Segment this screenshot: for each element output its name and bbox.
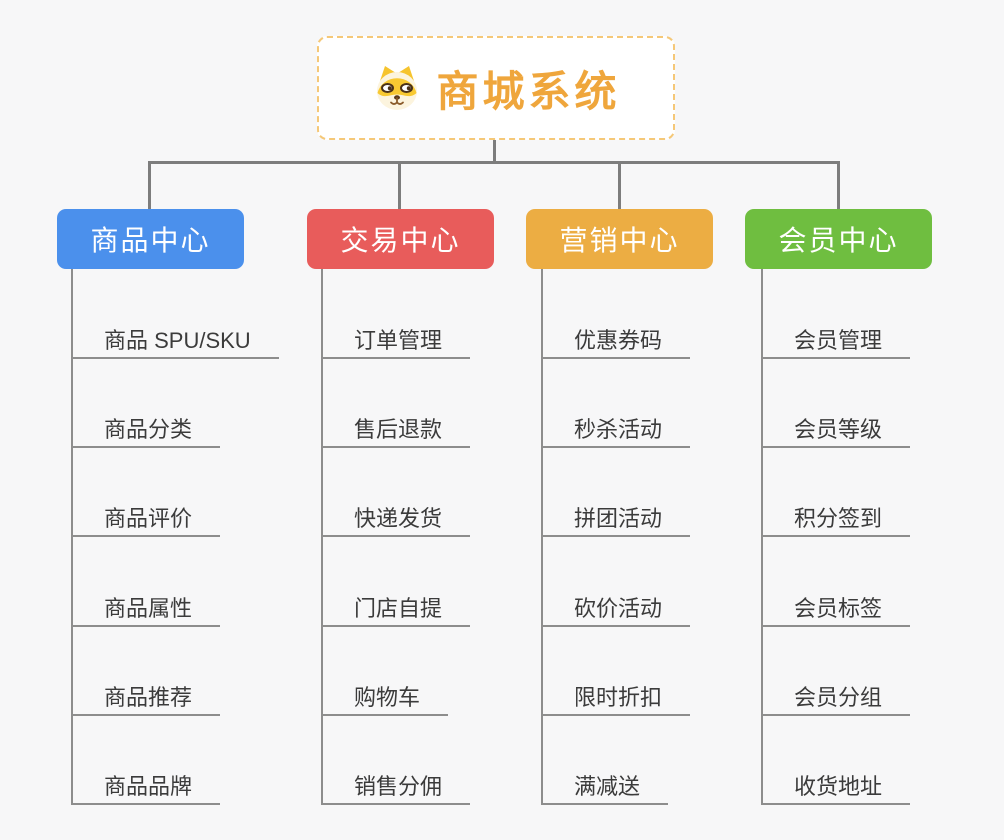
mindmap-item[interactable]: 商品属性 [71, 579, 221, 627]
mindmap-item[interactable]: 会员等级 [761, 400, 911, 448]
mindmap-item[interactable]: 会员标签 [761, 579, 911, 627]
mindmap-item[interactable]: 商品评价 [71, 489, 221, 537]
mindmap-item[interactable]: 门店自提 [321, 579, 471, 627]
root-node[interactable]: 商城系统 [317, 36, 675, 140]
branch-header-marketing[interactable]: 营销中心 [526, 209, 713, 269]
mindmap-item[interactable]: 优惠券码 [541, 311, 691, 359]
mindmap-item[interactable]: 收货地址 [761, 757, 911, 805]
mindmap-item[interactable]: 商品 SPU/SKU [71, 311, 279, 359]
branch-header-trade[interactable]: 交易中心 [307, 209, 494, 269]
mindmap-item[interactable]: 快递发货 [321, 489, 471, 537]
mindmap-item[interactable]: 秒杀活动 [541, 400, 691, 448]
connector-drop-member [837, 161, 840, 210]
mindmap-item[interactable]: 购物车 [321, 668, 449, 716]
mindmap-item[interactable]: 拼团活动 [541, 489, 691, 537]
mindmap-item[interactable]: 售后退款 [321, 400, 471, 448]
connector-root-trunk [493, 139, 496, 163]
mindmap-item[interactable]: 商品推荐 [71, 668, 221, 716]
mindmap-item[interactable]: 积分签到 [761, 489, 911, 537]
mindmap-item[interactable]: 会员分组 [761, 668, 911, 716]
branch-header-member[interactable]: 会员中心 [745, 209, 932, 269]
mindmap-item[interactable]: 商品分类 [71, 400, 221, 448]
dog-face-icon [377, 66, 418, 110]
root-title: 商城系统 [436, 67, 621, 115]
mindmap-item[interactable]: 销售分佣 [321, 757, 471, 805]
mindmap-item[interactable]: 满减送 [541, 757, 669, 805]
mindmap-item[interactable]: 会员管理 [761, 311, 911, 359]
connector-drop-trade [398, 161, 401, 210]
branch-header-product[interactable]: 商品中心 [57, 209, 244, 269]
mindmap-item[interactable]: 砍价活动 [541, 579, 691, 627]
connector-drop-marketing [618, 161, 621, 210]
mindmap-item[interactable]: 限时折扣 [541, 668, 691, 716]
mindmap-item[interactable]: 订单管理 [321, 311, 471, 359]
connector-horizontal-bar [148, 161, 840, 164]
connector-drop-product [148, 161, 151, 210]
mindmap-item[interactable]: 商品品牌 [71, 757, 221, 805]
